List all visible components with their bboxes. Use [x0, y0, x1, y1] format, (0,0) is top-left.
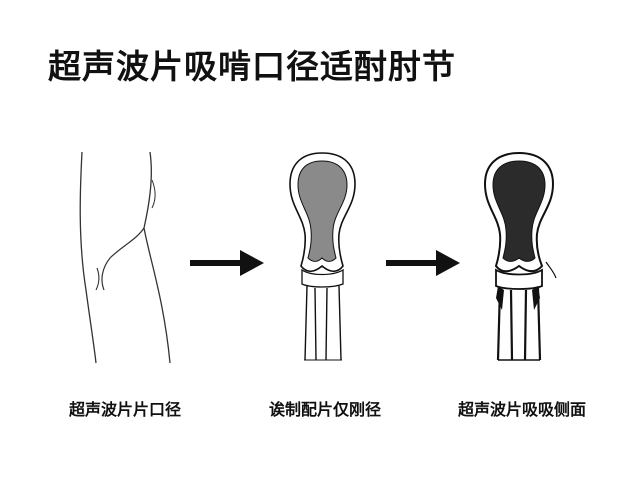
arm-outline-icon [72, 150, 182, 365]
bone-dark-icon [480, 150, 560, 365]
step-caption: 超声波片片口径 [68, 400, 181, 419]
right-arrow-icon [190, 248, 266, 282]
step-caption: 超声波片吸吸侧面 [457, 400, 586, 419]
right-arrow-icon [386, 248, 462, 282]
bone-gray-icon [285, 150, 360, 365]
page-title: 超声波片吸啃口径适酎肘节 [48, 47, 456, 86]
step-caption: 诶制配片仅刚径 [268, 400, 381, 419]
